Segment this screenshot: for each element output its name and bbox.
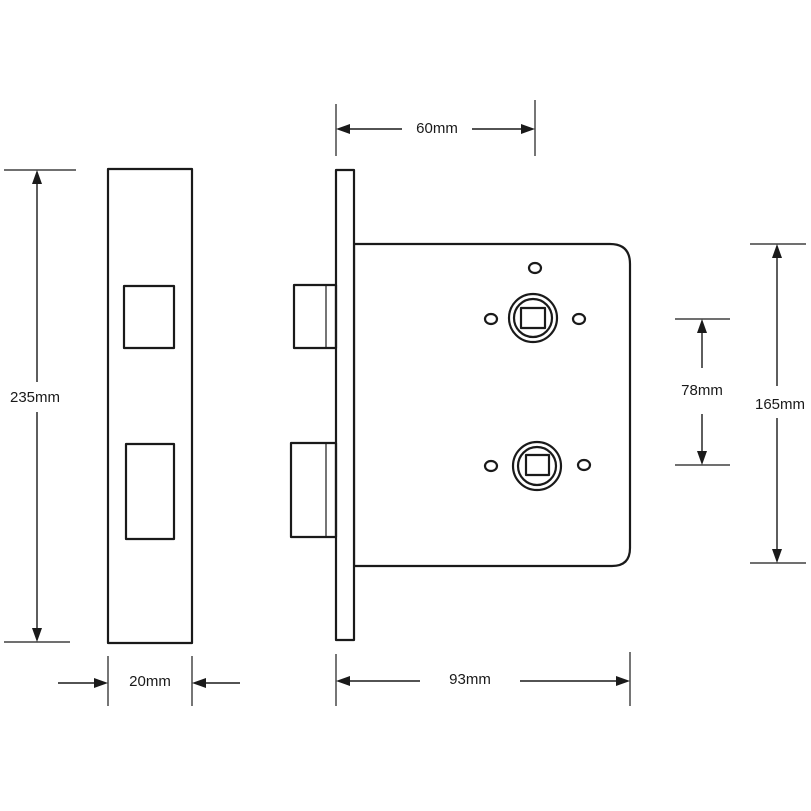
faceplate-outline xyxy=(106,167,194,645)
arrowhead xyxy=(616,676,630,686)
fixing-hole xyxy=(527,261,543,275)
upper-spindle-follower xyxy=(483,261,587,344)
arrowhead xyxy=(32,628,42,642)
arrowhead xyxy=(32,170,42,184)
arrowhead xyxy=(192,678,206,688)
latch-tongue xyxy=(292,283,338,350)
case-height-label: 165mm xyxy=(755,396,805,413)
dimension-165mm: 165mm xyxy=(750,243,806,564)
arrowhead xyxy=(772,244,782,258)
arrowhead xyxy=(521,124,535,134)
lock-side-view xyxy=(289,168,632,642)
spindle-centres-label: 78mm xyxy=(681,382,723,399)
arrowhead xyxy=(94,678,108,688)
follower-ring-outer xyxy=(511,440,563,492)
latch-cutout xyxy=(122,284,176,350)
deadbolt-cutout xyxy=(124,442,176,541)
fixing-hole xyxy=(483,312,499,326)
follower-ring-outer xyxy=(507,292,559,344)
dimension-235mm: 235mm xyxy=(4,169,76,643)
dimension-20mm: 20mm xyxy=(58,656,240,706)
fixing-hole xyxy=(483,459,499,473)
forend-plate xyxy=(334,168,356,642)
spindle-square-hole xyxy=(524,453,551,477)
follower-ring-inner xyxy=(516,445,558,487)
arrowhead xyxy=(697,451,707,465)
faceplate-width-label: 20mm xyxy=(129,673,171,690)
dimension-60mm: 60mm xyxy=(335,100,536,156)
follower-ring-inner xyxy=(512,297,554,339)
spindle-square-hole xyxy=(519,306,547,330)
deadbolt xyxy=(289,441,338,539)
arrowhead xyxy=(697,319,707,333)
fixing-hole xyxy=(571,312,587,326)
arrowhead xyxy=(772,549,782,563)
backset-label: 60mm xyxy=(416,120,458,137)
arrowhead xyxy=(336,124,350,134)
faceplate-height-label: 235mm xyxy=(10,389,60,406)
dimension-78mm: 78mm xyxy=(675,318,730,466)
dimension-93mm: 93mm xyxy=(335,652,631,706)
arrowhead xyxy=(336,676,350,686)
lock-case-body xyxy=(352,242,632,568)
case-depth-label: 93mm xyxy=(449,671,491,688)
fixing-hole xyxy=(576,458,592,472)
lower-spindle-follower xyxy=(483,440,592,492)
faceplate-front-view xyxy=(106,167,194,645)
